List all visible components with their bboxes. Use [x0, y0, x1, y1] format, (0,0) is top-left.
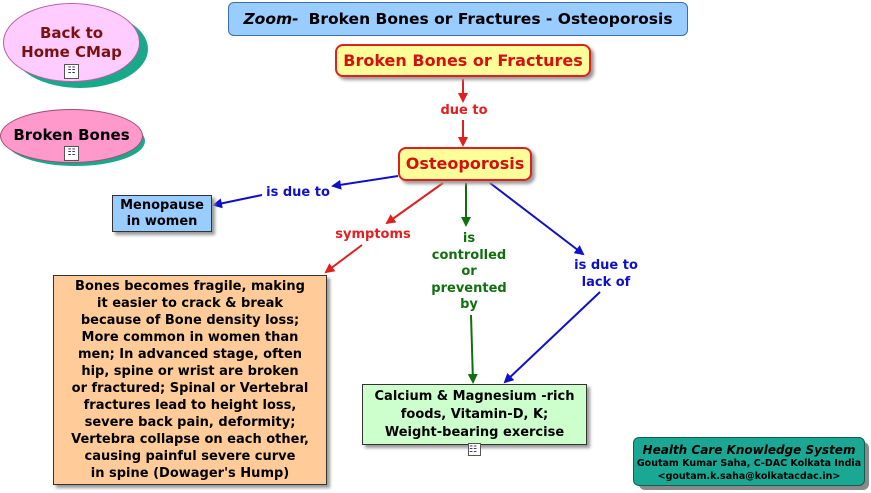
symptom-line: hip, spine or wrist are broken	[81, 364, 299, 379]
footer-title: Health Care Knowledge System	[642, 443, 856, 457]
calcium-line2: foods, Vitamin-D, K;	[400, 407, 549, 422]
symptom-line: in spine (Dowager's Hump)	[90, 466, 290, 481]
symptom-line: severe back pain, deformity;	[84, 415, 296, 430]
footer-credits: Health Care Knowledge System Goutam Kuma…	[633, 437, 865, 486]
controlled-line3: or	[461, 264, 477, 279]
symptom-line: because of Bone density loss;	[80, 313, 300, 328]
controlled-line2: controlled	[431, 247, 507, 263]
broken-bones-button[interactable]: Broken Bones ☷	[0, 109, 143, 163]
menopause-line2: in women	[126, 214, 198, 229]
title-prefix: Zoom-	[243, 10, 299, 28]
lackof-line1: is due to	[574, 258, 638, 273]
broken-bones-label: Broken Bones	[13, 126, 130, 144]
link-label-controlled: is controlled or prevented by	[424, 231, 514, 314]
concept-osteoporosis: Osteoporosis	[398, 147, 532, 181]
symptom-line: fractures lead to height loss,	[83, 398, 297, 413]
link-label-is-due-to: is due to	[266, 185, 330, 200]
symptom-line: Vertebra collapse on each other,	[71, 432, 309, 447]
back-home-button[interactable]: Back to Home CMap ☷	[3, 3, 140, 82]
link-controlled-calcium	[467, 314, 478, 384]
symptom-line: men; In advanced stage, often	[77, 347, 303, 362]
symptom-line: Bones becomes fragile, making	[75, 279, 305, 294]
title-text: Broken Bones or Fractures - Osteoporosis	[308, 10, 673, 28]
link-isdueto-meno	[212, 194, 263, 209]
symptom-line: or fractured; Spinal or Vertebral	[71, 381, 309, 396]
concept-map-icon[interactable]: ☷	[64, 64, 79, 79]
concept-map-icon[interactable]: ☷	[64, 146, 79, 161]
link-label-lack-of: is due to lack of	[566, 258, 646, 291]
link-osteo-isdueto	[331, 175, 399, 190]
calcium-line1: Calcium & Magnesium -rich	[374, 389, 575, 404]
page-title: Zoom- Broken Bones or Fractures - Osteop…	[228, 2, 688, 36]
link-lackof-calcium	[503, 291, 601, 384]
link-label-due-to: due to	[440, 103, 488, 118]
controlled-line1: is	[462, 231, 476, 246]
concept-menopause: Menopause in women	[112, 195, 212, 232]
concept-symptoms-detail: Bones becomes fragile, making it easier …	[53, 275, 327, 485]
concept-calcium: Calcium & Magnesium -rich foods, Vitamin…	[362, 384, 587, 445]
calcium-line3: Weight-bearing exercise	[384, 425, 565, 440]
footer-email: <goutam.k.saha@kolkatacdac.in>	[657, 471, 841, 482]
symptom-line: More common in women than	[81, 330, 299, 345]
lackof-line2: lack of	[581, 274, 631, 290]
back-home-line1: Back to	[39, 24, 104, 42]
link-symptoms-box	[324, 244, 363, 274]
symptom-line: it easier to crack & break	[97, 296, 283, 311]
symptom-line: causing painful severe curve	[84, 449, 296, 464]
link-osteo-symptoms	[385, 182, 444, 225]
link-osteo-lackof	[489, 182, 585, 256]
footer-author: Goutam Kumar Saha, C-DAC Kolkata India	[636, 458, 862, 469]
controlled-line4: prevented	[431, 280, 507, 296]
concept-map-icon[interactable]: ☷	[468, 443, 481, 456]
menopause-line1: Menopause	[120, 198, 204, 213]
concept-broken-bones-fractures: Broken Bones or Fractures	[335, 44, 591, 77]
back-home-line2: Home CMap	[21, 43, 122, 61]
link-label-symptoms: symptoms	[335, 227, 411, 242]
controlled-line5: by	[460, 297, 478, 312]
